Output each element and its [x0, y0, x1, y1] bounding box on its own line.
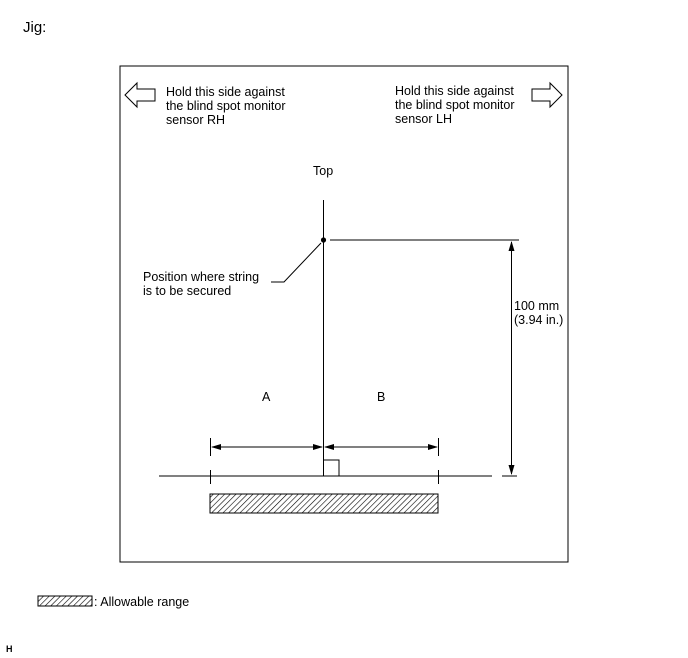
height-dimension-metric: 100 mm [514, 299, 560, 313]
page-heading: Jig: [23, 19, 47, 36]
jig-frame [119, 65, 569, 563]
dimension-arrow-down [508, 465, 515, 475]
arrow-left-icon [124, 81, 156, 109]
left-side-note-line2: the blind spot monitor [166, 99, 286, 113]
dimension-a-label: A [262, 390, 271, 404]
height-dimension-label: 100 mm (3.94 in.) [514, 299, 563, 327]
right-angle-mark [323, 459, 340, 476]
string-position-dot [320, 237, 327, 243]
dimension-b-arrow-right [428, 444, 438, 450]
legend-text: : Allowable range [94, 595, 190, 609]
left-side-note: Hold this side against the blind spot mo… [166, 85, 286, 127]
dimension-b-label: B [377, 390, 386, 404]
corner-code: H [6, 644, 13, 654]
dimension-a-arrow-left [211, 444, 221, 450]
dimension-b-arrow-left [324, 444, 334, 450]
string-leader-line [271, 242, 322, 283]
right-side-note-line3: sensor LH [395, 112, 452, 126]
right-side-note-line2: the blind spot monitor [395, 98, 515, 112]
legend-swatch [37, 595, 93, 607]
top-label: Top [313, 164, 334, 178]
right-side-note-line1: Hold this side against [395, 84, 514, 98]
right-side-note: Hold this side against the blind spot mo… [395, 84, 515, 126]
dimension-a-arrow-right [313, 444, 323, 450]
left-side-note-line3: sensor RH [166, 113, 226, 127]
allowable-range-bar [209, 493, 439, 514]
left-side-note-line1: Hold this side against [166, 85, 285, 99]
string-position-note: Position where string is to be secured [143, 270, 259, 298]
arrow-right-icon [531, 81, 563, 109]
string-position-note-line2: is to be secured [143, 284, 232, 298]
height-dimension-imperial: (3.94 in.) [514, 313, 564, 327]
dimension-arrow-up [508, 241, 515, 251]
string-position-note-line1: Position where string [143, 270, 260, 284]
